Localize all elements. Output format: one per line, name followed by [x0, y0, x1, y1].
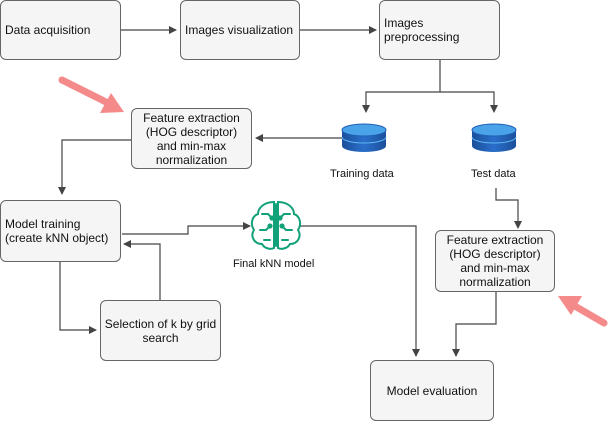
edge-testfeature-to-evaluation: [452, 292, 497, 357]
model-training-node: Model training (create kNN object): [0, 200, 121, 262]
brain-network-icon: [250, 200, 302, 250]
edge-testdata-to-feature: [495, 188, 522, 229]
selection-k-node: Selection of k by grid search: [100, 300, 221, 361]
final-knn-model-label: Final kNN model: [233, 258, 315, 270]
database-icon: [471, 123, 517, 152]
highlight-arrow-icon: [58, 76, 124, 113]
edge-final-to-evaluation: [300, 225, 420, 357]
training-data-label: Training data: [330, 168, 394, 180]
edge-preprocessing-to-test: [440, 91, 498, 113]
edge-feature-to-modeltraining: [58, 139, 131, 195]
edge-modeltraining-to-final: [122, 222, 251, 235]
edge-modeltraining-to-selection: [59, 262, 97, 334]
edge-preprocessing-split: [362, 60, 441, 113]
database-icon: [341, 123, 387, 152]
feature-extraction-test-node: Feature extraction (HOG descriptor) and …: [435, 230, 555, 292]
images-preprocessing-node: Images preprocessing: [379, 0, 500, 60]
feature-extraction-train-node: Feature extraction (HOG descriptor) and …: [131, 108, 252, 169]
test-data-label: Test data: [471, 168, 516, 180]
model-evaluation-node: Model evaluation: [370, 360, 494, 421]
edge-selection-to-modeltraining: [123, 240, 161, 300]
images-visualization-node: Images visualization: [180, 0, 300, 60]
data-acquisition-node: Data acquisition: [0, 0, 121, 60]
highlight-arrow-icon: [558, 296, 608, 327]
